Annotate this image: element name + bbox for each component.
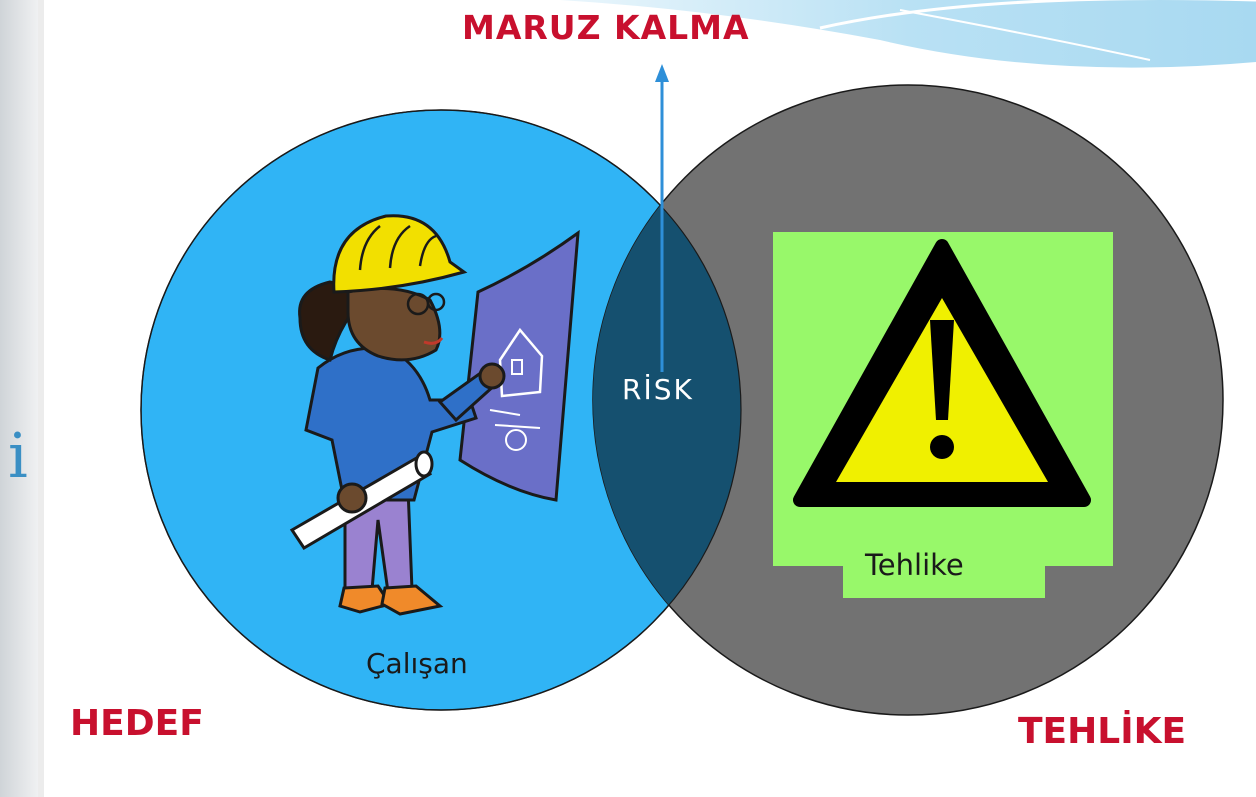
warning-triangle-icon xyxy=(773,232,1113,598)
slide-left-bar-edge xyxy=(38,0,44,797)
worker-icon xyxy=(289,214,580,616)
risk-label: RİSK xyxy=(622,373,694,406)
target-label: HEDEF xyxy=(70,703,204,744)
hazard-label: TEHLİKE xyxy=(1018,711,1187,752)
header-swoosh xyxy=(560,0,1256,68)
stray-glyph: i xyxy=(8,419,28,492)
hazard-caption: Tehlike xyxy=(865,548,964,582)
exposure-arrow xyxy=(655,64,669,372)
worker-caption: Çalışan xyxy=(366,647,468,680)
exposure-title: MARUZ KALMA xyxy=(462,8,750,47)
slide-left-bar xyxy=(0,0,44,797)
